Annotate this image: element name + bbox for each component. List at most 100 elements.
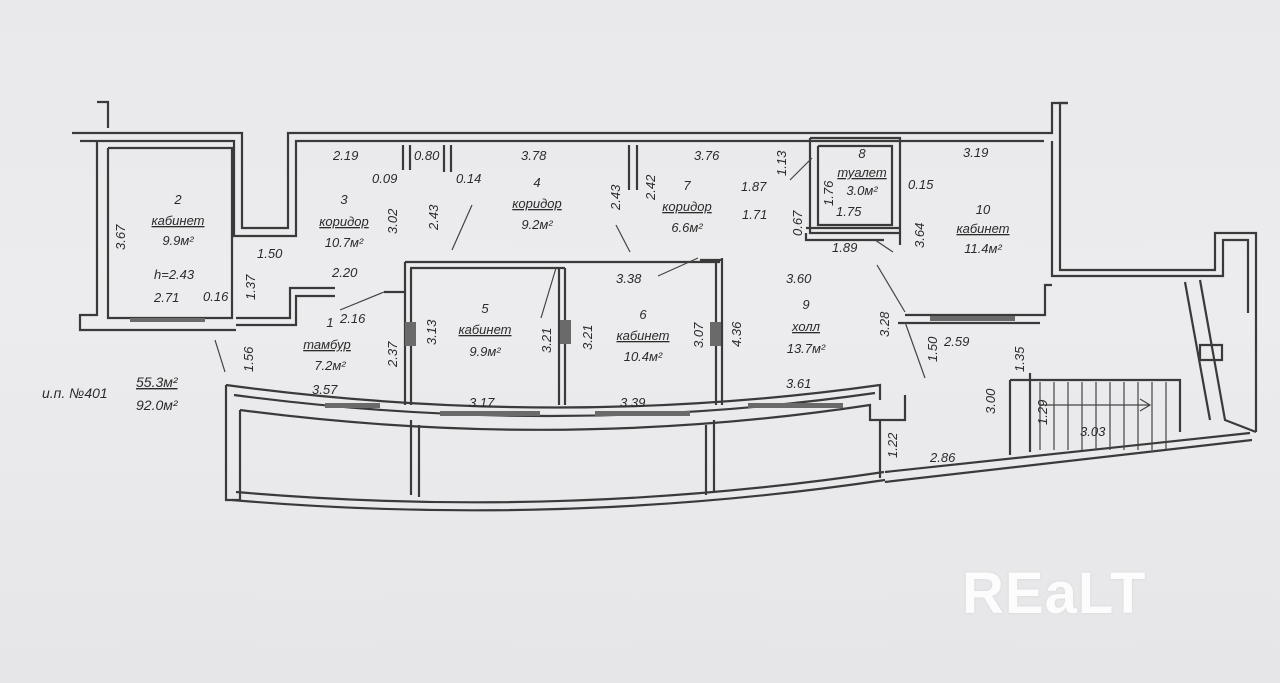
svg-text:7.2м²: 7.2м² — [314, 358, 346, 373]
svg-text:6.6м²: 6.6м² — [671, 220, 703, 235]
dimension-labels: 2.19 0.80 3.78 3.76 1.13 3.19 0.09 0.14 … — [113, 145, 1106, 465]
svg-text:10.4м²: 10.4м² — [624, 349, 663, 364]
dim: 2.16 — [339, 311, 366, 326]
dim: 3.57 — [312, 382, 338, 397]
dim: 3.13 — [424, 319, 439, 345]
dim: 1.35 — [1012, 346, 1027, 372]
walls — [72, 100, 1258, 512]
dim: 3.03 — [1080, 424, 1106, 439]
svg-text:3: 3 — [340, 192, 348, 207]
ceiling-height-note: h=2.43 — [154, 267, 195, 282]
svg-text:коридор: коридор — [319, 214, 368, 229]
dim: 3.64 — [912, 223, 927, 248]
dim: 1.75 — [836, 204, 862, 219]
svg-text:11.4м²: 11.4м² — [964, 241, 1002, 256]
dim: 0.80 — [414, 148, 440, 163]
dim: 3.28 — [877, 311, 892, 337]
room-5-label: 5 кабинет 9.9м² — [459, 301, 512, 359]
room-6-label: 6 кабинет 10.4м² — [617, 307, 670, 364]
svg-text:13.7м²: 13.7м² — [787, 341, 826, 356]
dim: 3.67 — [113, 224, 128, 250]
dim: 1.29 — [1035, 400, 1050, 425]
svg-text:10: 10 — [976, 202, 991, 217]
room-9-label: 9 холл 13.7м² — [787, 297, 826, 356]
dim: 1.76 — [821, 180, 836, 206]
dim: 0.15 — [908, 177, 934, 192]
realt-logo-watermark: REaLT — [962, 561, 1147, 626]
dim: 2.43 — [426, 204, 441, 231]
svg-text:6: 6 — [639, 307, 647, 322]
unit-totals: и.п. №401 55.3м² 92.0м² — [42, 374, 179, 413]
room-labels: 2 кабинет 9.9м² h=2.43 3 коридор 10.7м² … — [152, 146, 1010, 373]
dim: 1.50 — [257, 246, 283, 261]
room-2-area: 9.9м² — [162, 233, 194, 248]
unit-number: и.п. №401 — [42, 385, 108, 401]
dim: 1.22 — [885, 432, 900, 458]
dim: 1.56 — [241, 346, 256, 372]
dim: 3.21 — [539, 328, 554, 353]
dim: 2.42 — [643, 174, 658, 201]
room-7-label: 7 коридор 6.6м² — [662, 178, 711, 235]
dim: 3.60 — [786, 271, 812, 286]
dim: 1.13 — [774, 150, 789, 176]
living-area: 55.3м² — [136, 374, 179, 390]
dim: 3.00 — [983, 388, 998, 414]
room-2-number: 2 — [173, 192, 182, 207]
dim: 1.89 — [832, 240, 857, 255]
svg-text:8: 8 — [858, 146, 866, 161]
room-2-name: кабинет — [152, 213, 205, 228]
dim: 2.37 — [385, 341, 400, 368]
dim: 1.37 — [243, 274, 258, 300]
dim: 3.21 — [580, 325, 595, 350]
svg-text:9.9м²: 9.9м² — [469, 344, 501, 359]
dim: 2.20 — [331, 265, 358, 280]
dim: 0.16 — [203, 289, 229, 304]
svg-text:кабинет: кабинет — [617, 328, 670, 343]
svg-text:3.0м²: 3.0м² — [846, 183, 878, 198]
dim: 3.76 — [694, 148, 720, 163]
svg-text:тамбур: тамбур — [303, 337, 351, 352]
dim: 0.14 — [456, 171, 481, 186]
dim: 1.71 — [742, 207, 767, 222]
dim: 3.17 — [469, 395, 495, 410]
room-1-label: 1 тамбур 7.2м² — [303, 315, 351, 373]
svg-text:коридор: коридор — [512, 196, 561, 211]
dim: 4.36 — [729, 321, 744, 347]
svg-text:кабинет: кабинет — [957, 221, 1010, 236]
room-10-label: 10 кабинет 11.4м² — [957, 202, 1010, 256]
svg-text:холл: холл — [791, 319, 821, 334]
svg-text:кабинет: кабинет — [459, 322, 512, 337]
svg-text:5: 5 — [481, 301, 489, 316]
svg-text:7: 7 — [683, 178, 691, 193]
dim: 2.86 — [929, 450, 956, 465]
dim: 0.09 — [372, 171, 397, 186]
svg-text:9: 9 — [802, 297, 809, 312]
stair-direction-arrow — [1040, 398, 1152, 412]
dim: 0.67 — [790, 210, 805, 236]
stair-treads — [1039, 382, 1167, 450]
total-area: 92.0м² — [136, 397, 179, 413]
svg-text:4: 4 — [533, 175, 540, 190]
room-8-label: 8 туалет 3.0м² — [837, 146, 887, 198]
dim: 2.59 — [943, 334, 969, 349]
dim: 3.38 — [616, 271, 642, 286]
svg-text:9.2м²: 9.2м² — [521, 217, 553, 232]
dim: 2.71 — [153, 290, 179, 305]
dim: 2.43 — [608, 184, 623, 211]
dim: 3.07 — [691, 322, 706, 348]
dim: 3.39 — [620, 395, 645, 410]
dim: 1.50 — [925, 336, 940, 362]
dim: 3.61 — [786, 376, 811, 391]
svg-text:туалет: туалет — [837, 165, 887, 180]
dim: 1.87 — [741, 179, 767, 194]
svg-text:10.7м²: 10.7м² — [325, 235, 364, 250]
svg-text:коридор: коридор — [662, 199, 711, 214]
room-3-label: 3 коридор 10.7м² — [319, 192, 368, 250]
doors — [214, 157, 926, 379]
room-4-label: 4 коридор 9.2м² — [512, 175, 561, 232]
dim: 2.19 — [332, 148, 358, 163]
dim: 3.02 — [385, 208, 400, 234]
svg-text:1: 1 — [326, 315, 333, 330]
room-2-label: 2 кабинет 9.9м² — [152, 192, 205, 248]
